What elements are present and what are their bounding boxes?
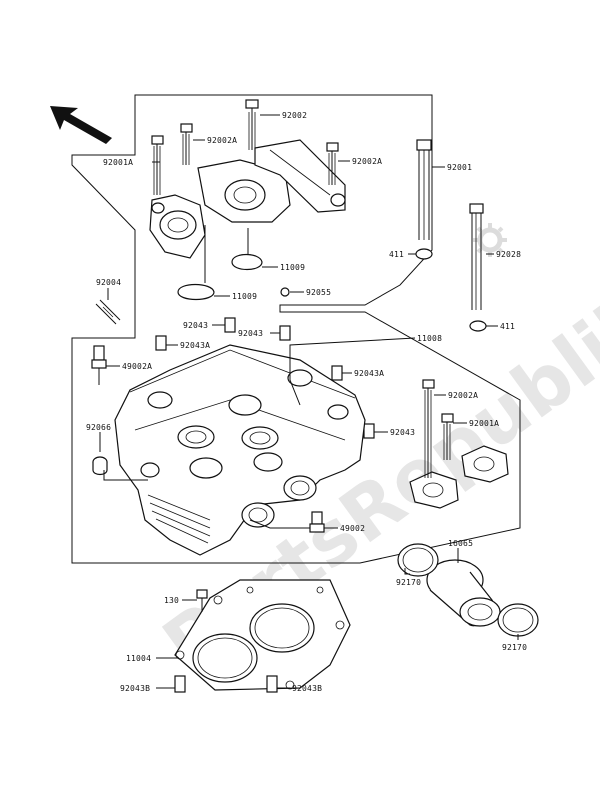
- o-ring-11009-a: [231, 253, 263, 271]
- label-92004: 92004: [96, 278, 121, 287]
- label-92002: 92002: [282, 111, 307, 120]
- label-92002a-mid: 92002A: [448, 391, 478, 400]
- label-49002a: 49002A: [122, 362, 152, 371]
- dowel-92043a-b: [331, 365, 343, 381]
- label-92043-b: 92043: [238, 329, 263, 338]
- label-49002: 49002: [340, 524, 365, 533]
- camshaft-cap-right: [461, 445, 509, 483]
- dowel-92043-c: [363, 423, 375, 439]
- label-92028: 92028: [496, 250, 521, 259]
- stud-92004: [95, 299, 121, 325]
- label-11009-b: 11009: [232, 292, 257, 301]
- dowel-92043b-a: [174, 675, 186, 693]
- head-gasket-11004: [174, 579, 351, 691]
- bolt-92002: [245, 99, 259, 150]
- label-92043a-a: 92043A: [180, 341, 210, 350]
- clamp-92170-a: [397, 543, 439, 577]
- plug-49002: [309, 511, 325, 533]
- bolt-92001a-mid: [441, 413, 454, 460]
- bolt-92002a-mid: [422, 379, 435, 478]
- label-92001: 92001: [447, 163, 472, 172]
- part-labels: 92002 92002A 92001A 92002A 92001 11009 1…: [86, 111, 527, 693]
- washer-411-a: [415, 248, 433, 260]
- rocker-arm-middle: [197, 159, 291, 223]
- seal-92066: [92, 456, 108, 476]
- label-92043a-b: 92043A: [354, 369, 384, 378]
- rocker-shaft-holder: [254, 139, 346, 213]
- label-411-a: 411: [389, 250, 404, 259]
- label-92001a-mid: 92001A: [469, 419, 499, 428]
- label-92043-c: 92043: [390, 428, 415, 437]
- dowel-92043b-b: [266, 675, 278, 693]
- label-92055: 92055: [306, 288, 331, 297]
- arrow-up-left-icon: [50, 106, 112, 144]
- label-92043b-a: 92043B: [120, 684, 150, 693]
- label-92002a-top: 92002A: [207, 136, 237, 145]
- assembly-frame: [71, 94, 521, 564]
- label-130: 130: [164, 596, 179, 605]
- clamp-92170-b: [497, 603, 539, 637]
- intake-holder-16065: [426, 559, 501, 627]
- label-16065: 16065: [448, 539, 473, 548]
- label-92170-a: 92170: [396, 578, 421, 587]
- bolt-130: [196, 589, 208, 612]
- label-92043-a: 92043: [183, 321, 208, 330]
- washer-411-b: [469, 320, 487, 332]
- dowel-92043-b: [279, 325, 291, 341]
- label-411-b: 411: [500, 322, 515, 331]
- cylinder-head: [114, 344, 366, 556]
- bolt-92002a-top: [180, 123, 193, 165]
- ring-92055: [280, 287, 290, 297]
- label-92066: 92066: [86, 423, 111, 432]
- o-ring-11009-b: [177, 283, 215, 301]
- stud-92028: [469, 203, 484, 310]
- bolt-92001a-top: [151, 135, 164, 195]
- plug-49002a: [91, 345, 107, 385]
- dowel-92043a-a: [155, 335, 167, 351]
- bolt-92002a-right: [326, 142, 339, 185]
- rocker-arm-left: [149, 194, 206, 259]
- label-11004: 11004: [126, 654, 151, 663]
- bolt-92001: [416, 139, 432, 240]
- label-11009-a: 11009: [280, 263, 305, 272]
- label-92043b-b: 92043B: [292, 684, 322, 693]
- label-92001a-top: 92001A: [103, 158, 133, 167]
- leader-lines: [99, 114, 519, 689]
- camshaft-cap-left: [409, 471, 459, 509]
- label-92170-b: 92170: [502, 643, 527, 652]
- dowel-92043-a: [224, 317, 236, 333]
- label-92002a-right: 92002A: [352, 157, 382, 166]
- label-11008: 11008: [417, 334, 442, 343]
